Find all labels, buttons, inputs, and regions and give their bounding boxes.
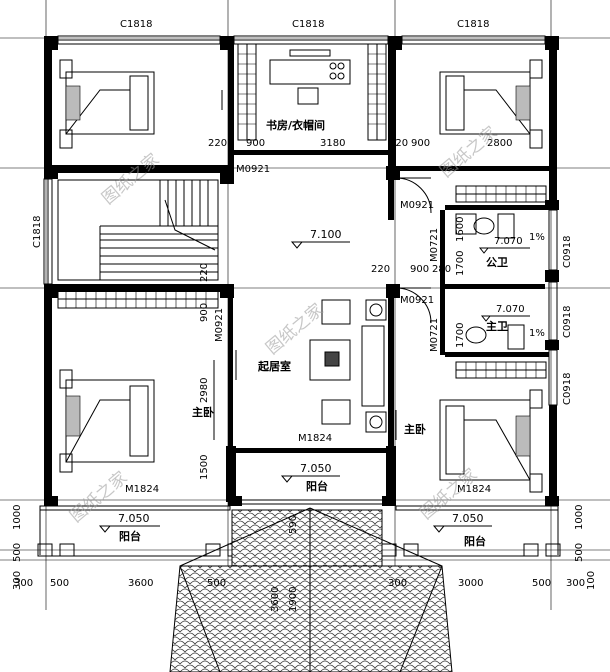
svg-text:3180: 3180	[320, 138, 345, 149]
svg-text:3600: 3600	[128, 578, 153, 589]
window-right-1: C0918	[562, 236, 573, 268]
svg-text:500: 500	[574, 543, 585, 562]
dimensions: 220 900 3180 220 900 2800 220 900 280 16…	[12, 138, 597, 612]
balcony-rails	[37, 499, 561, 557]
room-wc-master: 主卫	[486, 319, 508, 333]
svg-text:7.070: 7.070	[496, 304, 525, 315]
svg-text:300: 300	[14, 578, 33, 589]
svg-text:图纸之家: 图纸之家	[436, 123, 501, 182]
window-top-center: C1818	[292, 19, 324, 30]
svg-text:1500: 1500	[199, 455, 210, 480]
door-m1824-living: M1824	[298, 433, 332, 444]
study-desk	[269, 49, 351, 105]
room-balcony-right: 阳台	[464, 534, 486, 548]
wardrobe-hatch	[65, 53, 537, 378]
stair	[57, 179, 219, 281]
window-right-2: C0918	[562, 306, 573, 338]
slope-2: 1%	[529, 328, 545, 339]
door-label-1: M0921	[236, 164, 270, 175]
svg-text:2800: 2800	[487, 138, 512, 149]
svg-text:500: 500	[207, 578, 226, 589]
svg-text:900: 900	[246, 138, 265, 149]
svg-text:1900: 1900	[288, 587, 299, 612]
svg-text:300: 300	[12, 571, 23, 590]
svg-text:1700: 1700	[455, 323, 466, 348]
window-left-mid: C1818	[32, 216, 43, 248]
svg-text:3600: 3600	[270, 587, 281, 612]
door-label-4: M0921	[214, 308, 225, 342]
bed-bottom-right	[439, 389, 543, 493]
room-master-left: 主卧	[192, 405, 214, 419]
svg-text:500: 500	[50, 578, 69, 589]
svg-text:1600: 1600	[455, 217, 466, 242]
svg-text:220: 220	[208, 138, 227, 149]
door-label-6: M0721	[429, 318, 440, 352]
level-mark-balcony-left: 7.050	[98, 512, 160, 533]
bed-bottom-left	[59, 369, 155, 473]
room-balcony-left: 阳台	[119, 529, 141, 543]
svg-text:3000: 3000	[458, 578, 483, 589]
stair-treads	[100, 180, 218, 273]
svg-text:300: 300	[388, 578, 407, 589]
svg-text:900: 900	[199, 303, 210, 322]
window-top-right: C1818	[457, 19, 489, 30]
room-study: 书房/衣帽间	[266, 118, 325, 132]
room-wc-public: 公卫	[486, 256, 508, 269]
svg-text:7.050: 7.050	[452, 512, 484, 525]
svg-text:7.050: 7.050	[118, 512, 150, 525]
svg-text:900: 900	[410, 264, 429, 275]
svg-text:图纸之家: 图纸之家	[98, 150, 163, 209]
room-living: 起居室	[257, 359, 291, 373]
svg-text:900: 900	[411, 138, 430, 149]
svg-text:2980: 2980	[199, 378, 210, 403]
svg-text:500: 500	[532, 578, 551, 589]
level-mark-center: 7.100	[290, 228, 350, 249]
svg-text:1000: 1000	[12, 505, 23, 530]
bed-top-left	[59, 59, 155, 149]
svg-text:220: 220	[199, 263, 210, 282]
svg-text:1000: 1000	[574, 505, 585, 530]
svg-text:220: 220	[389, 138, 408, 149]
svg-text:1700: 1700	[455, 251, 466, 276]
bed-top-right	[439, 59, 543, 149]
door-swings	[213, 90, 432, 440]
room-balcony-center: 阳台	[306, 479, 328, 493]
door-label-3: M0921	[400, 295, 434, 306]
level-mark-balcony-center: 7.050	[280, 462, 340, 483]
svg-text:280: 280	[432, 264, 451, 275]
room-master-right: 主卧	[404, 422, 426, 436]
door-m1824-left: M1824	[125, 484, 159, 495]
svg-text:500: 500	[12, 543, 23, 562]
svg-text:图纸之家: 图纸之家	[262, 300, 327, 359]
living-furniture	[309, 299, 387, 433]
window-top-left: C1818	[120, 19, 152, 30]
toilets	[455, 213, 525, 350]
svg-text:300: 300	[566, 578, 585, 589]
door-m1824-right: M1824	[457, 484, 491, 495]
svg-text:7.100: 7.100	[310, 228, 342, 241]
svg-text:7.070: 7.070	[494, 236, 523, 247]
svg-text:220: 220	[371, 264, 390, 275]
svg-text:590: 590	[288, 515, 299, 534]
level-mark-wc-public: 7.070	[478, 236, 530, 254]
level-mark-wc-master: 7.070	[480, 304, 530, 322]
svg-text:100: 100	[586, 571, 597, 590]
svg-text:7.050: 7.050	[300, 462, 332, 475]
interior-walls	[52, 36, 550, 506]
door-label-5: M0721	[429, 228, 440, 262]
door-label-2: M0921	[400, 200, 434, 211]
slope-1: 1%	[529, 232, 545, 243]
roof-area	[169, 507, 453, 672]
window-right-3: C0918	[562, 373, 573, 405]
level-mark-balcony-right: 7.050	[432, 512, 492, 533]
